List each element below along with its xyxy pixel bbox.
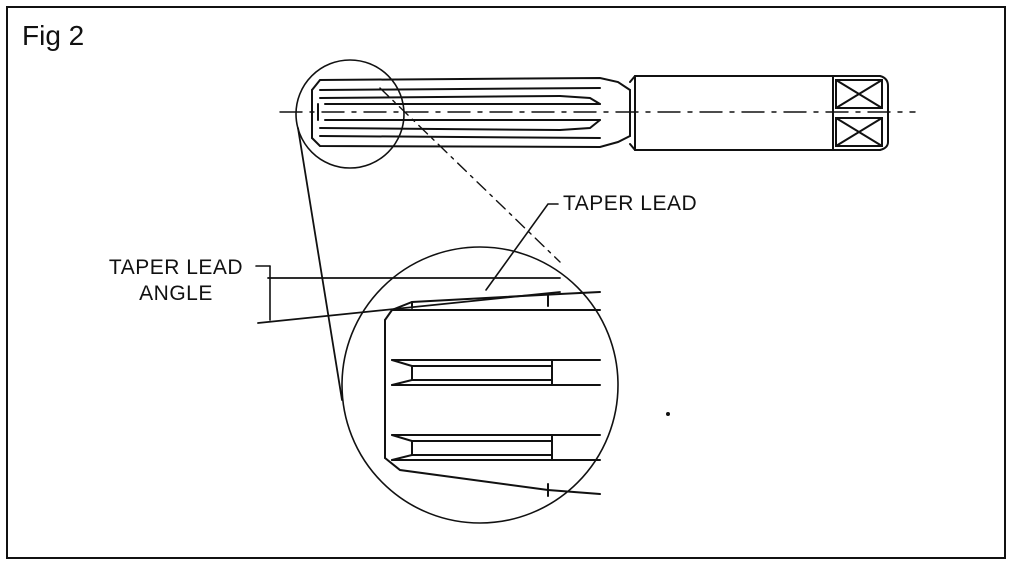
projection-line-dashed	[379, 87, 561, 263]
angle-dimension-bracket	[255, 265, 271, 321]
taper-lead-callout: TAPER LEAD	[563, 192, 698, 215]
reamer-shank	[629, 75, 889, 151]
projection-line-left	[297, 127, 343, 401]
figure-label: Fig 2	[22, 20, 85, 51]
scan-speck	[666, 412, 670, 416]
reamer-flutes	[311, 76, 631, 149]
taper-lead-leader	[485, 203, 559, 291]
taper-lead-angle-line2: ANGLE	[139, 282, 213, 305]
detail-marker-circle	[295, 59, 405, 169]
enlarged-tool-profile	[384, 291, 601, 497]
taper-lead-angle-callout: TAPER LEAD ANGLE	[96, 255, 256, 307]
enlarged-detail-circle	[341, 246, 619, 524]
taper-lead-angle-line1: TAPER LEAD	[108, 256, 244, 279]
figure-frame	[6, 6, 1006, 559]
